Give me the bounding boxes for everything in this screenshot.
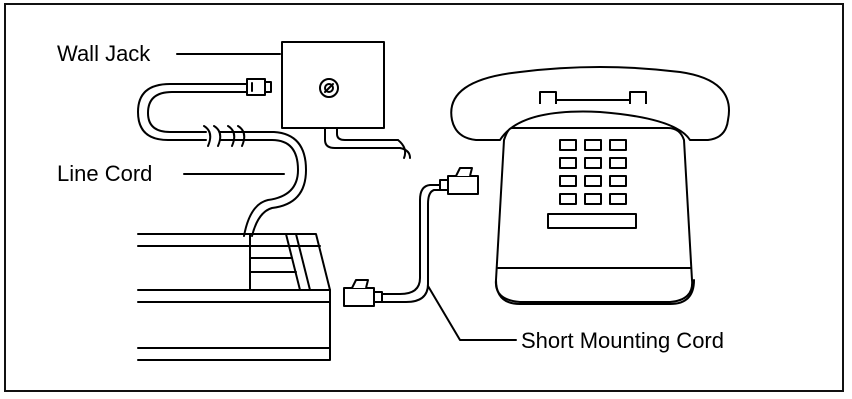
telephone (450, 66, 730, 305)
short-mounting-cord-label: Short Mounting Cord (521, 328, 724, 353)
wall-jack-callout: Wall Jack (57, 41, 281, 66)
line-cord (137, 78, 307, 237)
wall-jack-label: Wall Jack (57, 41, 151, 66)
line-cord-label: Line Cord (57, 161, 152, 186)
short-mounting-cord-callout: Short Mounting Cord (427, 285, 724, 353)
short-mounting-cord (343, 167, 479, 307)
wall-jack (281, 41, 411, 159)
display-strip (547, 213, 637, 229)
base-unit (137, 233, 331, 361)
line-cord-callout: Line Cord (57, 161, 285, 186)
diagram-frame (4, 3, 844, 392)
keypad (547, 139, 637, 229)
